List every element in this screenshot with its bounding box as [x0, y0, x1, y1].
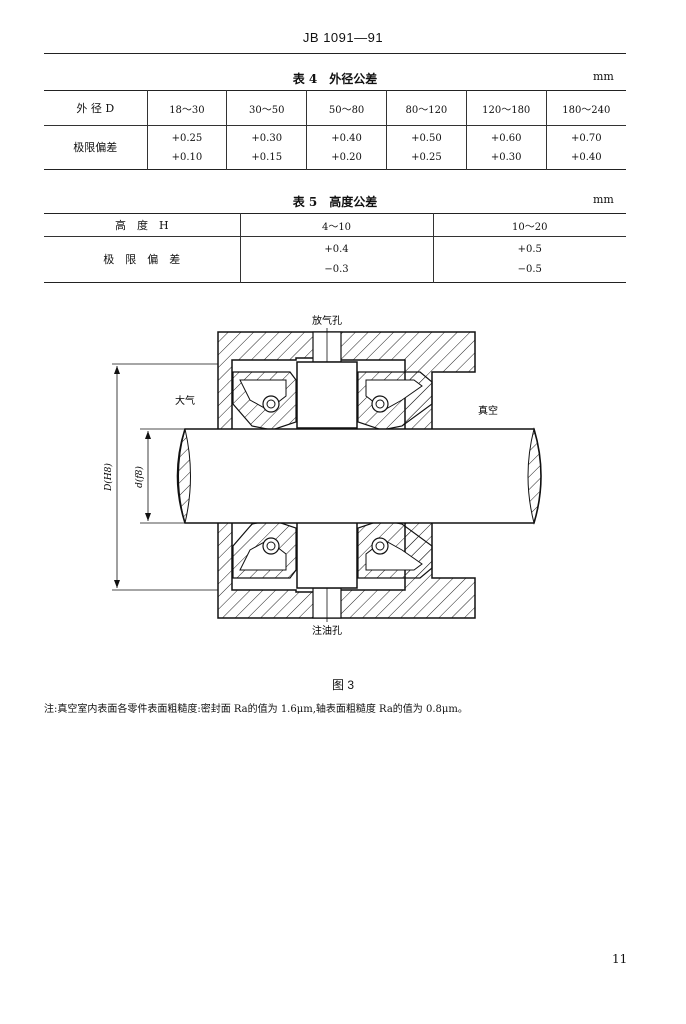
- upper-right-seal: [357, 371, 433, 431]
- standard-number: JB 1091—91: [302, 30, 384, 45]
- table4-range: 30～50: [226, 90, 307, 126]
- table5-row-label-height: 高 度 H: [44, 213, 240, 237]
- lower-deviation: +0.40: [570, 151, 602, 163]
- atmosphere-label: 大气: [175, 394, 195, 407]
- table4-range: 120～180: [465, 90, 547, 126]
- table4-range: 18～30: [146, 90, 227, 126]
- upper-left-seal: [232, 371, 297, 431]
- table4-range: 180～240: [545, 90, 626, 126]
- table4-cell: +0.40 +0.20: [306, 125, 387, 170]
- diameter-d-label: d(f8): [134, 466, 145, 488]
- upper-deviation: +0.5: [517, 243, 542, 255]
- table-row: 极 限 偏 差 +0.4 −0.3 +0.5 −0.5: [44, 236, 626, 283]
- table4-cell: +0.60 +0.30: [465, 125, 547, 170]
- header-rule: [44, 53, 626, 54]
- table5-range: 10～20: [432, 213, 626, 237]
- dimension-d: [140, 428, 185, 524]
- table4-outer-diameter-tolerance: 外 径 D 18～30 30～50 50～80 80～120 120～180 1…: [44, 90, 626, 170]
- table4-range: 50～80: [306, 90, 387, 126]
- diameter-D-label: D(H8): [103, 463, 114, 492]
- table4-cell: +0.70 +0.40: [545, 125, 626, 170]
- garter-spring-icon: [262, 537, 280, 555]
- upper-spacer-ring: [296, 361, 358, 429]
- garter-spring-icon: [371, 537, 389, 555]
- table4-cell: +0.30 +0.15: [226, 125, 307, 170]
- upper-deviation: +0.30: [251, 132, 283, 144]
- table5-cell: +0.5 −0.5: [432, 236, 626, 283]
- table5-unit: mm: [593, 193, 614, 206]
- upper-deviation: +0.4: [324, 243, 349, 255]
- lower-deviation: −0.3: [324, 263, 349, 275]
- table-row: 极限偏差 +0.25 +0.10 +0.30 +0.15 +0.40 +0.20 +0…: [44, 125, 626, 170]
- upper-deviation: +0.70: [570, 132, 602, 144]
- table5-cell: +0.4 −0.3: [239, 236, 433, 283]
- lower-deviation: +0.10: [171, 151, 203, 163]
- table5-caption: 表 5 高度公差: [44, 193, 626, 210]
- lower-spacer-ring: [296, 521, 358, 589]
- table4-title: 表 4 外径公差: [292, 72, 378, 86]
- oil-hole-label: 注油孔: [312, 624, 342, 637]
- upper-deviation: +0.50: [411, 132, 442, 144]
- oil-hole: [312, 584, 342, 622]
- shaft: [176, 427, 542, 525]
- lower-deviation: −0.5: [517, 263, 542, 275]
- table4-cell: +0.50 +0.25: [385, 125, 467, 170]
- vent-hole: [312, 328, 342, 366]
- surface-roughness-note: 注:真空室内表面各零件表面粗糙度:密封面 Ra的值为 1.6μm,轴表面粗糙度 …: [44, 704, 468, 715]
- table4-range: 80～120: [385, 90, 467, 126]
- table4-row-label-diameter: 外 径 D: [44, 90, 147, 126]
- lower-left-seal: [232, 519, 297, 579]
- seal-assembly-drawing: 放气孔 注油孔 大气 真空 D(H8) d(f8): [103, 314, 542, 637]
- dimension-D: [112, 363, 218, 591]
- table5-height-tolerance: 高 度 H 4～10 10～20 极 限 偏 差 +0.4 −0.3 +0.5 −0…: [44, 213, 626, 283]
- garter-spring-icon: [371, 395, 389, 413]
- lower-deviation: +0.20: [331, 151, 362, 163]
- lower-deviation: +0.30: [490, 151, 522, 163]
- table5-title: 表 5 高度公差: [292, 195, 378, 209]
- vacuum-label: 真空: [478, 404, 498, 417]
- lower-right-seal: [357, 519, 433, 579]
- table4-caption: 表 4 外径公差: [44, 70, 626, 87]
- table4-cell: +0.25 +0.10: [146, 125, 227, 170]
- upper-deviation: +0.60: [490, 132, 522, 144]
- figure-caption: 图 3: [331, 678, 354, 692]
- table4-row-label-deviation: 极限偏差: [73, 141, 118, 154]
- lower-deviation: +0.15: [251, 151, 283, 163]
- table5-range: 4～10: [239, 213, 433, 237]
- table4-unit: mm: [593, 70, 614, 83]
- page-number: 11: [612, 952, 628, 966]
- vent-hole-label: 放气孔: [312, 314, 342, 327]
- table5-row-label-deviation: 极 限 偏 差: [103, 252, 181, 266]
- upper-deviation: +0.25: [171, 132, 203, 144]
- upper-deviation: +0.40: [331, 132, 362, 144]
- table-row: 高 度 H 4～10 10～20: [44, 213, 626, 237]
- table-row: 外 径 D 18～30 30～50 50～80 80～120 120～180 1…: [44, 90, 626, 126]
- garter-spring-icon: [262, 395, 280, 413]
- lower-deviation: +0.25: [411, 151, 442, 163]
